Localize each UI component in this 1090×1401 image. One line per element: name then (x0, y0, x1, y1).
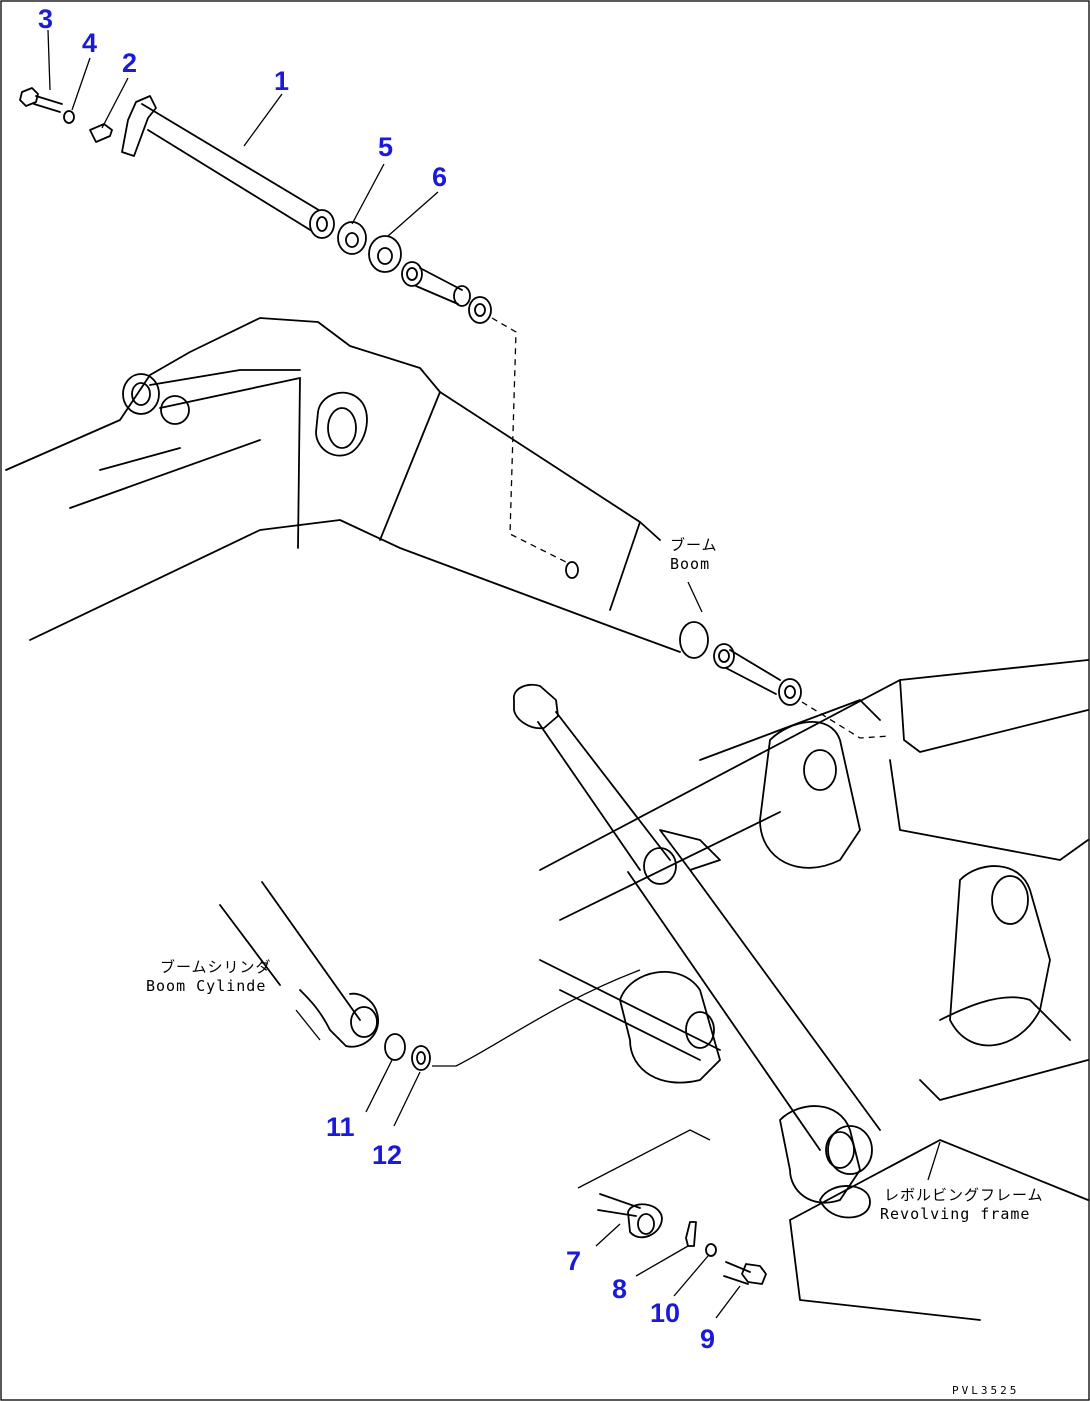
boom-label-en: Boom (670, 555, 711, 573)
drawing-code: PVL3525 (952, 1384, 1020, 1397)
part-3-bolt (19, 87, 63, 113)
boom-label-jp: ブーム (670, 536, 718, 554)
revolving-frame-label: レボルビングフレーム Revolving frame (880, 1186, 1044, 1224)
boom (5, 317, 681, 653)
assembly-leader-pin (577, 1129, 711, 1189)
callout-4: 4 (82, 28, 98, 58)
boom-bushing-lower (679, 621, 802, 706)
assembly-leader-upper (491, 317, 567, 563)
callout-6: 6 (432, 162, 448, 192)
callout-leaders (47, 29, 941, 1319)
part-10-washer (705, 1243, 717, 1257)
assembly-leader-lower (801, 701, 891, 739)
part-5-shim (337, 221, 367, 255)
callout-11: 11 (326, 1112, 355, 1142)
part-11-shim (384, 1033, 406, 1061)
callout-3: 3 (38, 4, 54, 34)
callout-2: 2 (122, 48, 138, 78)
callout-7: 7 (566, 1246, 582, 1276)
callout-8: 8 (612, 1274, 628, 1304)
boom-label: ブーム Boom (670, 536, 718, 574)
boom-cylinder-installed (513, 683, 881, 1175)
boom-bushing-upper (401, 261, 492, 324)
callout-5: 5 (378, 132, 394, 162)
revolving-frame (539, 659, 1089, 1321)
assembly-leader-cylinder (432, 969, 641, 1067)
boom-cylinder-label: ブームシリンダ Boom Cylinde (146, 958, 272, 996)
part-7-cylinder-pin (597, 1193, 663, 1239)
part-8-lock-plate (685, 1221, 697, 1247)
part-2-lock-plate (89, 123, 113, 143)
callout-10: 10 (650, 1298, 681, 1328)
revolving-frame-label-jp: レボルビングフレーム (884, 1186, 1044, 1204)
part-9-bolt (723, 1261, 767, 1285)
boom-cylinder-label-jp: ブームシリンダ (160, 958, 272, 976)
callout-9: 9 (700, 1324, 716, 1354)
callout-1: 1 (274, 66, 290, 96)
revolving-frame-label-en: Revolving frame (880, 1205, 1031, 1223)
part-4-washer (63, 110, 75, 124)
part-12-shim (411, 1045, 431, 1071)
boom-cylinder-label-en: Boom Cylinde (146, 977, 267, 995)
boom-cylinder-rod-end (219, 881, 379, 1048)
part-6-shim (368, 235, 402, 273)
part-1-boom-foot-pin (121, 95, 335, 239)
callout-12: 12 (372, 1140, 403, 1170)
